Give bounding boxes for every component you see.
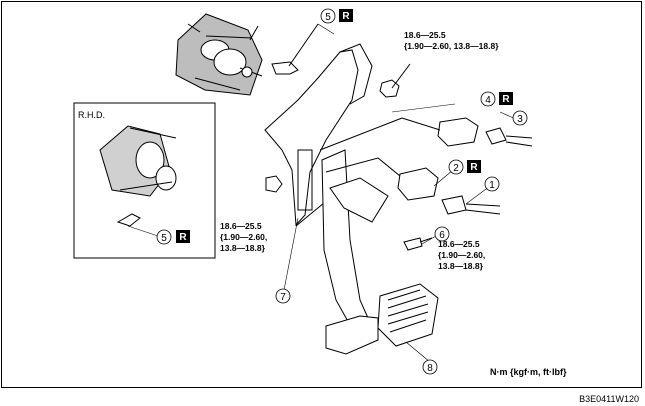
callout-7: 7	[275, 288, 291, 304]
svg-text:5: 5	[161, 233, 167, 244]
replace-badge-5-inset: R	[176, 230, 190, 243]
torque-units: {1.90—2.60, 13.8—18.8}	[404, 41, 499, 51]
switch-2	[397, 167, 439, 201]
torque-units: {1.90—2.60,	[220, 232, 268, 242]
callout-5-inset: 5	[156, 229, 172, 245]
pedal-arm	[321, 149, 369, 326]
svg-text:3: 3	[517, 114, 523, 125]
svg-text:1: 1	[489, 180, 495, 191]
svg-text:R: R	[502, 94, 510, 105]
torque-spec-top-right: 18.6—25.5 {1.90—2.60, 13.8—18.8}	[404, 30, 499, 52]
pedal-bracket	[264, 49, 359, 227]
booster-studs	[187, 23, 263, 91]
callout-2: 2	[448, 159, 464, 175]
torque-value: 18.6—25.5	[438, 239, 480, 249]
figure-frame	[1, 1, 642, 388]
svg-text:R: R	[470, 162, 478, 173]
callout-5-top: 5	[320, 8, 336, 24]
bracket-slot	[297, 149, 313, 211]
pedal-pad-base	[325, 315, 379, 355]
callout-8: 8	[422, 359, 438, 375]
replace-badge-2: R	[467, 160, 481, 173]
svg-text:2: 2	[453, 163, 459, 174]
svg-text:4: 4	[485, 95, 491, 106]
callout-3: 3	[512, 110, 528, 126]
torque-units: 13.8—18.8}	[220, 243, 265, 253]
svg-text:5: 5	[325, 12, 331, 23]
pad-ribs	[387, 289, 429, 333]
bolt-6	[403, 237, 423, 251]
svg-text:6: 6	[439, 230, 445, 241]
switch-4	[437, 117, 479, 147]
svg-text:R: R	[179, 232, 187, 243]
nut-left	[265, 175, 283, 193]
torque-value: 18.6—25.5	[404, 30, 446, 40]
rhd-inset-box	[73, 102, 216, 259]
figure-code: B3E0411W120	[579, 394, 639, 404]
callout-1: 1	[484, 176, 500, 192]
replace-badge-4: R	[499, 92, 513, 105]
callout-6: 6	[434, 226, 450, 242]
replace-badge-5-top: R	[339, 9, 353, 22]
torque-spec-left: 18.6—25.5 {1.90—2.60, 13.8—18.8}	[220, 221, 267, 254]
torque-units: 13.8—18.8}	[438, 261, 483, 271]
svg-text:8: 8	[427, 363, 433, 374]
torque-value: 18.6—25.5	[220, 221, 262, 231]
spring-bracket	[329, 177, 389, 223]
pivot-bolt	[271, 61, 299, 75]
rhd-bolt	[116, 213, 141, 227]
rhd-label: R.H.D.	[78, 110, 105, 120]
torque-units: {1.90—2.60,	[438, 250, 486, 260]
svg-text:R: R	[342, 11, 350, 22]
torque-spec-bottom-right: 18.6—25.5 {1.90—2.60, 13.8—18.8}	[438, 239, 485, 272]
units-note: N·m {kgf·m, ft·lbf}	[490, 367, 567, 377]
connector-1	[441, 195, 467, 215]
callout-4: 4	[480, 91, 496, 107]
connector-3	[485, 127, 507, 145]
svg-text:7: 7	[280, 292, 286, 303]
